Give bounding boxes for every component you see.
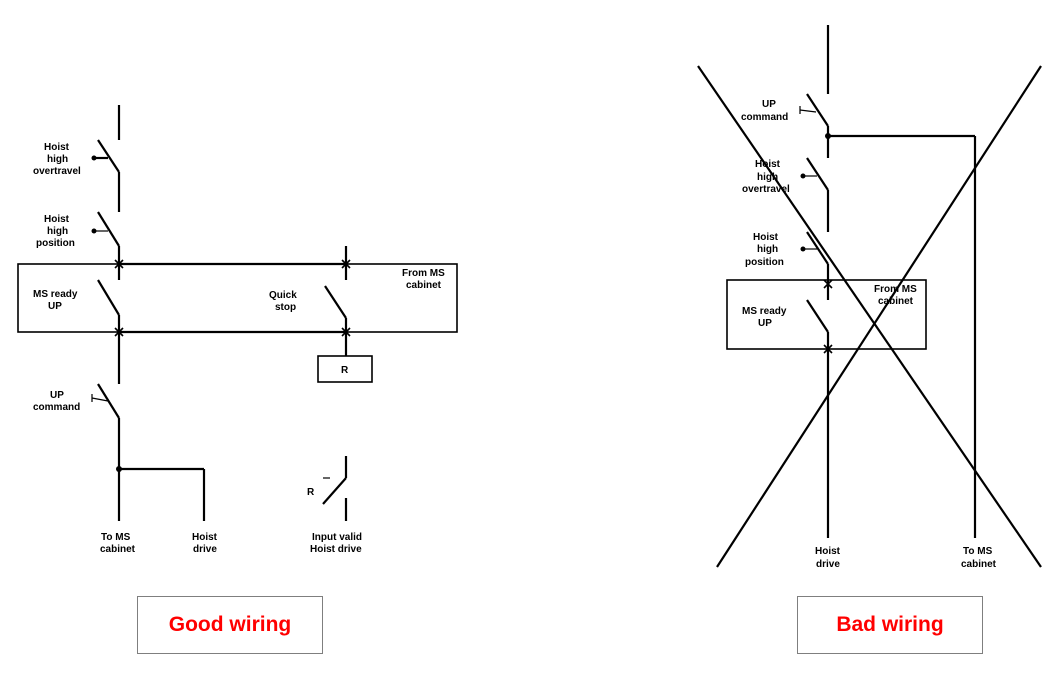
label-relay-r: R — [341, 365, 349, 376]
up-command-switch — [806, 93, 829, 127]
label-to-ms-cabinet-2: cabinet — [961, 559, 997, 570]
label-hoist-high-position-3: position — [36, 238, 75, 249]
label-ms-ready-up-1: MS ready — [33, 289, 78, 300]
label-hoist-drive-2: drive — [193, 544, 217, 555]
label-quick-stop-1: Quick — [269, 290, 297, 301]
hoist-high-position-switch — [806, 231, 829, 265]
label-from-ms-1: From MS — [402, 268, 445, 279]
label-up-command-2: command — [33, 402, 80, 413]
good-wiring-diagram: Hoist high overtravel Hoist high positio… — [17, 105, 458, 555]
label-up-command-1: UP — [762, 99, 776, 110]
label-input-valid-1: Input valid — [312, 532, 362, 543]
quick-stop-contact — [324, 285, 347, 319]
hoist-high-position-switch — [91, 211, 120, 247]
ms-ready-up-contact — [806, 299, 829, 333]
red-cross-mark — [697, 65, 1042, 568]
ms-cabinet-box — [17, 263, 458, 333]
label-to-ms-cabinet-2: cabinet — [100, 544, 136, 555]
label-ms-ready-up-2: UP — [48, 301, 62, 312]
junction-markers — [823, 279, 833, 354]
up-command-switch — [91, 383, 120, 419]
label-from-ms-2: cabinet — [406, 280, 442, 291]
label-from-ms-2: cabinet — [878, 296, 914, 307]
label-hoist-high-position-2: high — [47, 226, 68, 237]
label-hoist-high-overtravel-3: overtravel — [742, 184, 790, 195]
label-contact-r: R — [307, 487, 315, 498]
label-quick-stop-2: stop — [275, 302, 296, 313]
label-to-ms-cabinet-1: To MS — [101, 532, 131, 543]
label-hoist-drive-2: drive — [816, 559, 840, 570]
label-up-command-2: command — [741, 112, 788, 123]
label-hoist-high-overtravel-1: Hoist — [44, 142, 70, 153]
label-hoist-drive-1: Hoist — [815, 546, 841, 557]
label-hoist-high-position-1: Hoist — [44, 214, 70, 225]
hoist-high-overtravel-switch — [91, 139, 120, 173]
bad-wiring-diagram: UP command Hoist high overtravel Hoist h… — [697, 25, 1042, 570]
label-hoist-high-overtravel-2: high — [47, 154, 68, 165]
ms-ready-up-contact — [97, 279, 120, 316]
label-hoist-high-position-2: high — [757, 244, 778, 255]
relay-r-contact — [322, 456, 348, 521]
label-to-ms-cabinet-1: To MS — [963, 546, 993, 557]
hoist-high-overtravel-switch — [806, 157, 829, 191]
label-hoist-high-overtravel-1: Hoist — [755, 159, 781, 170]
bad-wiring-caption: Bad wiring — [797, 596, 983, 654]
good-wiring-caption: Good wiring — [137, 596, 323, 654]
label-input-valid-2: Hoist drive — [310, 544, 362, 555]
label-hoist-high-position-1: Hoist — [753, 232, 779, 243]
label-hoist-high-overtravel-2: high — [757, 172, 778, 183]
relay-r-coil — [317, 355, 373, 383]
label-hoist-high-overtravel-3: overtravel — [33, 166, 81, 177]
label-hoist-drive-1: Hoist — [192, 532, 218, 543]
label-ms-ready-up-1: MS ready — [742, 306, 787, 317]
label-ms-ready-up-2: UP — [758, 318, 772, 329]
label-up-command-1: UP — [50, 390, 64, 401]
ms-cabinet-box — [726, 279, 927, 350]
junction-markers — [114, 259, 351, 337]
label-hoist-high-position-3: position — [745, 257, 784, 268]
